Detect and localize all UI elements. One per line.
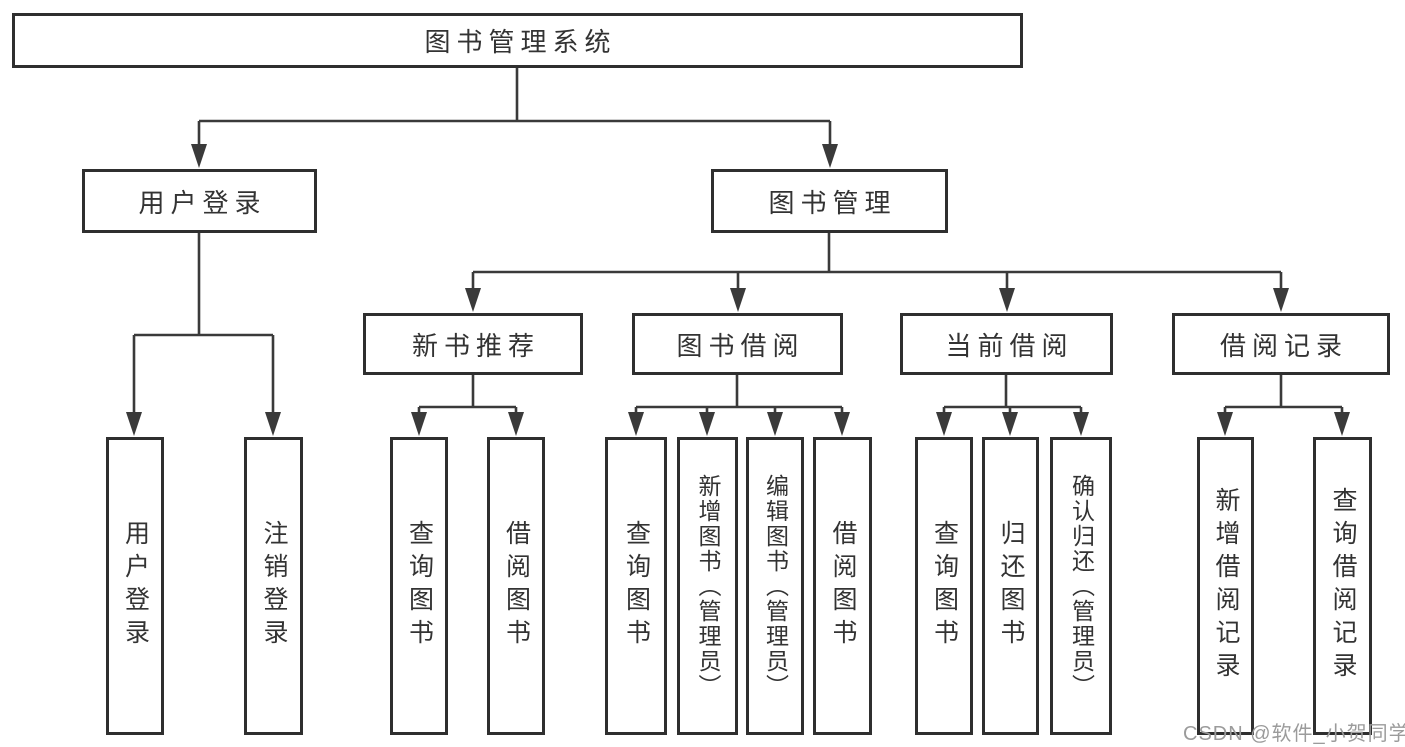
leaf-add-borrow-record: 新增借阅记录 — [1197, 437, 1254, 735]
leaf-query-book-1: 查询图书 — [390, 437, 448, 735]
leaf-return-book-label: 归还图书 — [997, 520, 1025, 652]
leaf-borrow-book-1: 借阅图书 — [487, 437, 545, 735]
node-book-borrow: 图书借阅 — [632, 313, 843, 375]
tree-edges — [132, 68, 1344, 414]
arrowheads — [126, 144, 1350, 436]
leaf-add-book-admin: 新增图书（管理员） — [677, 437, 738, 735]
node-book-management-label: 图书管理 — [768, 187, 897, 218]
leaf-logout: 注销登录 — [244, 437, 303, 735]
leaf-query-book-1-label: 查询图书 — [405, 520, 434, 652]
leaf-return-book: 归还图书 — [982, 437, 1039, 735]
leaf-logout-label: 注销登录 — [260, 520, 288, 652]
leaf-query-book-3: 查询图书 — [915, 437, 973, 735]
node-book-borrow-label: 图书借阅 — [676, 330, 805, 361]
leaf-query-borrow-record-label: 查询借阅记录 — [1329, 487, 1357, 685]
leaf-query-book-2: 查询图书 — [605, 437, 667, 735]
leaf-add-borrow-record-label: 新增借阅记录 — [1212, 487, 1240, 685]
node-borrow-record-label: 借阅记录 — [1219, 330, 1348, 361]
node-new-book-recommend: 新书推荐 — [363, 313, 583, 375]
leaf-query-book-3-label: 查询图书 — [930, 520, 959, 652]
node-new-book-recommend-label: 新书推荐 — [411, 330, 540, 361]
leaf-confirm-return-admin: 确认归还（管理员） — [1050, 437, 1112, 735]
csdn-watermark: CSDN @软件_小贺同学 — [1183, 723, 1405, 745]
node-borrow-record: 借阅记录 — [1172, 313, 1390, 375]
leaf-add-book-admin-label: 新增图书（管理员） — [695, 473, 721, 699]
node-current-borrow: 当前借阅 — [900, 313, 1113, 375]
leaf-borrow-book-2: 借阅图书 — [813, 437, 872, 735]
leaf-edit-book-admin-label: 编辑图书（管理员） — [762, 473, 789, 699]
leaf-borrow-book-1-label: 借阅图书 — [502, 520, 531, 652]
node-root-label: 图书管理系统 — [424, 27, 617, 57]
leaf-query-borrow-record: 查询借阅记录 — [1313, 437, 1372, 735]
leaf-confirm-return-admin-label: 确认归还（管理员） — [1068, 473, 1095, 699]
leaf-user-login-label: 用户登录 — [121, 520, 150, 652]
node-user-login: 用户登录 — [82, 169, 317, 233]
node-user-login-label: 用户登录 — [138, 187, 267, 218]
node-current-borrow-label: 当前借阅 — [945, 330, 1074, 361]
leaf-user-login: 用户登录 — [106, 437, 164, 735]
leaf-query-book-2-label: 查询图书 — [622, 520, 651, 652]
leaf-edit-book-admin: 编辑图书（管理员） — [746, 437, 804, 735]
node-book-management: 图书管理 — [711, 169, 948, 233]
node-root: 图书管理系统 — [12, 13, 1023, 68]
leaf-borrow-book-2-label: 借阅图书 — [829, 520, 857, 652]
